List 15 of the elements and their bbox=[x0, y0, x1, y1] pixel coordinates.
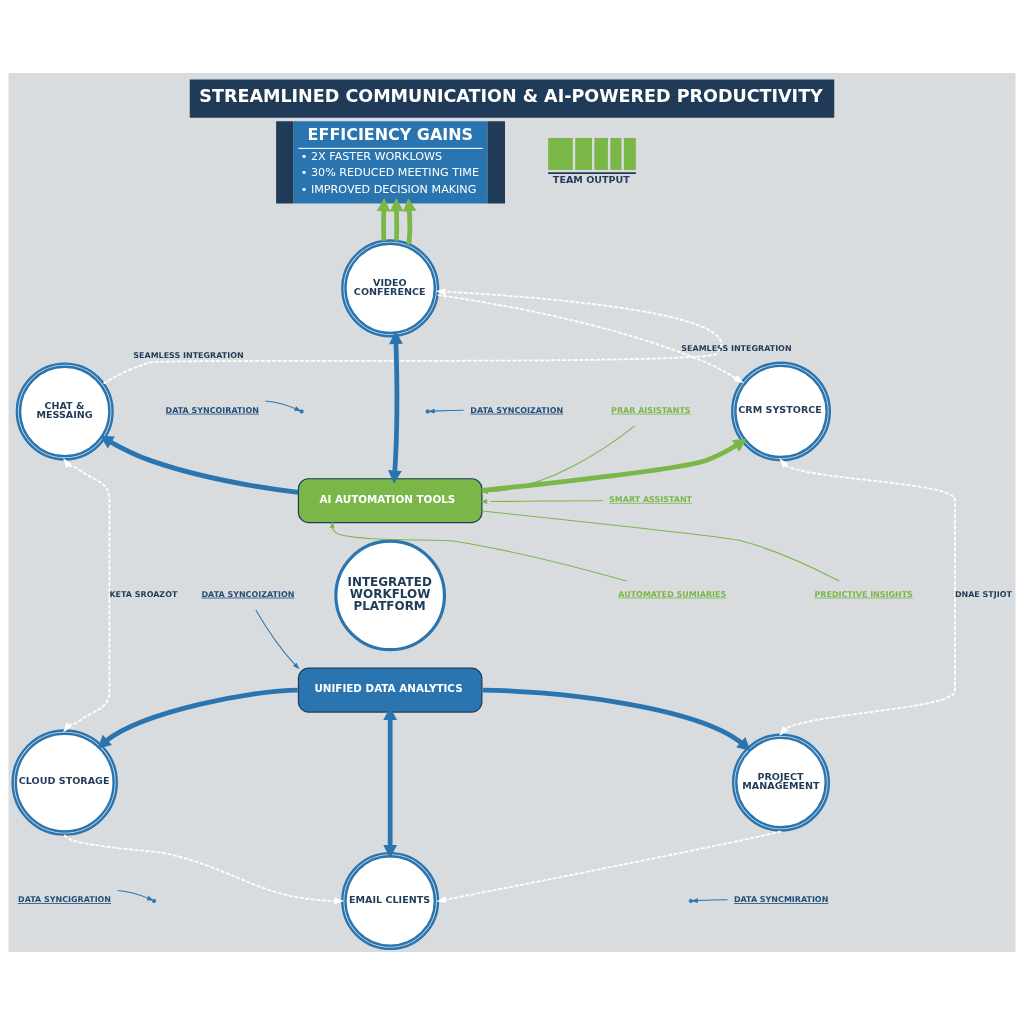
node-text: PRAR AISISTANTS bbox=[611, 405, 691, 415]
label: TEAM OUTPUT bbox=[552, 173, 630, 185]
node-text: DATA SYNCOIRATION bbox=[165, 405, 259, 415]
edge-label: DNAE STJIOT bbox=[954, 589, 1012, 599]
node-text: AUTOMATED SUMIARIES bbox=[618, 589, 727, 599]
node-text: DATA SYNCMIRATION bbox=[733, 894, 829, 904]
node-text: SMART ASSISTANT bbox=[609, 494, 693, 504]
edge-label: SEAMLESS INTEGRATION bbox=[133, 350, 244, 360]
diagram-title: STREAMLINED COMMUNICATION & AI-POWERED PRODUCTIVITY bbox=[199, 85, 823, 106]
node-text: DATA SYNCOIZATION bbox=[201, 589, 295, 599]
edge-label: SEAMLESS INTEGRATION bbox=[681, 343, 792, 353]
node-text: DATA SYNCOIZATION bbox=[470, 405, 564, 415]
node-text: PREDICTIVE INSIGHTS bbox=[814, 589, 913, 599]
edge-label: KETA SROAZOT bbox=[109, 589, 178, 599]
node-text: DATA SYNCIGRATION bbox=[18, 894, 112, 904]
